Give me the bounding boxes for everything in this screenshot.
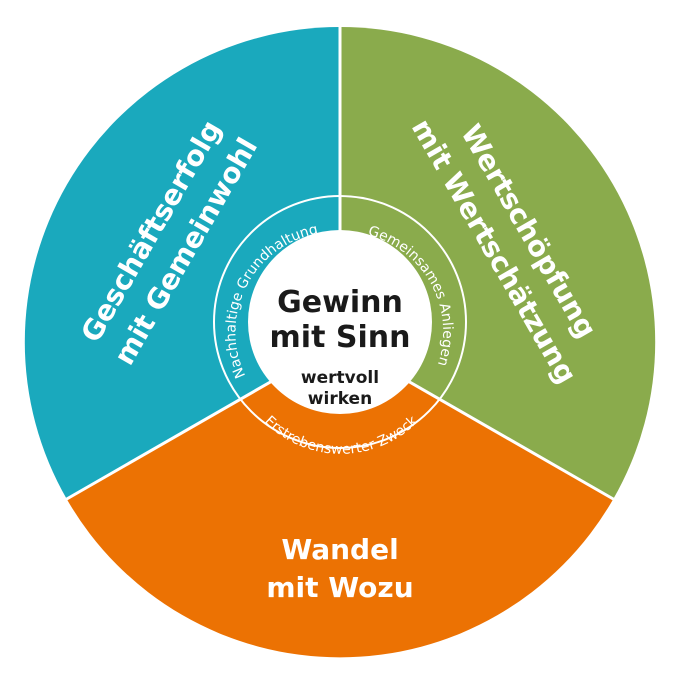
segment-teal-left [24, 26, 341, 500]
segment-label-bottom: Wandel mit Wozu [266, 533, 413, 604]
segment-bottom-line1: Wandel [281, 533, 398, 566]
segment-bottom-line2: mit Wozu [266, 571, 413, 604]
center-circle [248, 230, 432, 414]
segment-green-right [340, 26, 656, 500]
center-sub-line1: wertvoll [301, 368, 379, 388]
center-title-line2: mit Sinn [270, 320, 411, 355]
inner-ring-outline [213, 195, 467, 449]
center-title-line1: Gewinn [277, 285, 403, 320]
center-sub-line2: wirken [308, 389, 372, 409]
